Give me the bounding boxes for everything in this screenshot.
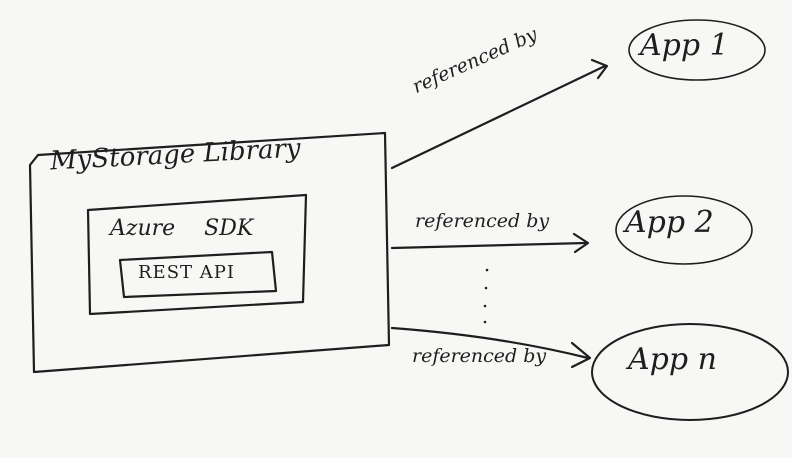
arrow-appn (390, 326, 590, 360)
sdk-box (86, 193, 308, 316)
rest-api-label: REST API (138, 262, 235, 283)
library-box (28, 131, 391, 374)
ellipsis-dots (483, 268, 489, 324)
edge-label-app2: referenced by (415, 210, 550, 232)
sdk-label: Azure SDK (110, 216, 254, 241)
arrow-app1 (390, 64, 607, 170)
app2-label: App 2 (625, 205, 714, 240)
appn-label: App n (628, 342, 717, 377)
appn-ellipse (591, 323, 789, 421)
app1-ellipse (628, 19, 766, 81)
app1-label: App 1 (640, 28, 729, 63)
app2-ellipse (615, 195, 753, 265)
rest-api-box (118, 250, 278, 299)
arrow-app2 (390, 241, 588, 250)
edge-label-appn: referenced by (412, 345, 547, 367)
